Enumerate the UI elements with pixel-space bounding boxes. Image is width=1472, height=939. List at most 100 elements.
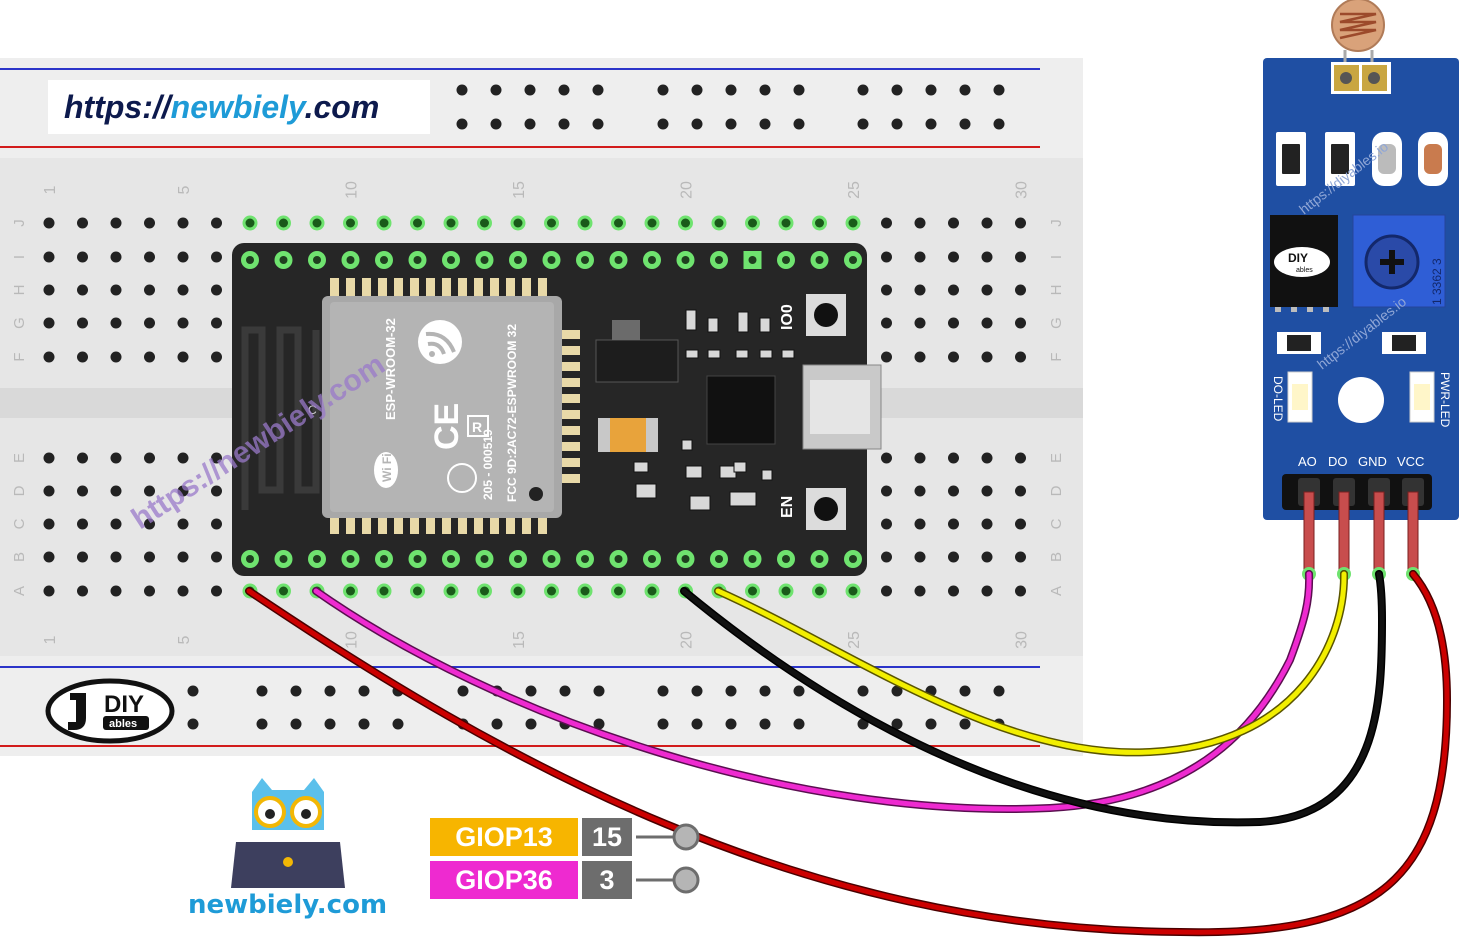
diy-logo-sub: ables (109, 718, 137, 730)
smd-part (759, 317, 771, 333)
en-label: EN (779, 496, 796, 518)
capacitor-cap-left (598, 418, 610, 452)
rail-hole (324, 718, 336, 730)
rail-hole (857, 118, 869, 130)
row-letter: B (1048, 552, 1065, 562)
row-letter: I (11, 255, 28, 259)
column-number: 25 (846, 181, 863, 199)
voltage-regulator (595, 339, 679, 383)
breadboard-hole (881, 518, 892, 530)
module-pad (426, 278, 435, 296)
module-line-3: FCC 9D:2AC72-ESPWROOM 32 (505, 324, 519, 502)
smd-part (781, 349, 795, 359)
connected-holes (242, 215, 861, 599)
column-number: 15 (511, 181, 528, 199)
breadboard-hole (110, 251, 122, 263)
row-letter: A (1048, 586, 1065, 596)
header-pin-center (313, 555, 321, 563)
breadboard-hole (43, 284, 55, 296)
header-pin-center (681, 555, 690, 563)
breadboard-hole (981, 351, 993, 363)
module-pad (362, 518, 371, 534)
row-letter: D (1048, 485, 1065, 496)
rail-hole (725, 685, 737, 697)
url-middle: newbiely (170, 89, 305, 125)
rail-hole (491, 718, 503, 730)
breadboard-hole (881, 452, 892, 464)
breadboard-hole (914, 518, 926, 530)
connected-hole-center (647, 586, 657, 596)
smd-part (737, 311, 749, 333)
rail-hole (558, 84, 570, 96)
rail-hole (793, 84, 805, 96)
connected-hole-center (413, 586, 422, 596)
do-led-lens (1292, 384, 1308, 410)
module-pad (538, 518, 547, 534)
fcc-logo-icon (447, 463, 477, 493)
header-pin-center (246, 256, 254, 264)
module-pad (562, 346, 580, 355)
breadboard-hole (43, 585, 55, 597)
header-pin-center (815, 555, 824, 563)
row-letter: E (11, 453, 28, 463)
sensor-resistor-body (1378, 144, 1396, 174)
breadboard-hole (948, 585, 959, 597)
header-pin-center (614, 256, 623, 264)
breadboard-hole (110, 284, 122, 296)
usb-uart-chip (706, 375, 776, 445)
sensor-smd-cap-body (1287, 335, 1311, 351)
rail-hole (793, 118, 805, 130)
connected-hole-center (815, 586, 824, 596)
breadboard-hole (177, 518, 189, 530)
sensor-resistor-body (1331, 144, 1349, 174)
connected-hole-center (614, 218, 623, 228)
smd-part (681, 439, 693, 451)
breadboard-hole (110, 485, 122, 497)
connected-hole-center (681, 218, 690, 228)
column-number: 10 (344, 631, 361, 649)
breadboard-hole (981, 317, 993, 329)
connected-hole-center (815, 218, 824, 228)
wire-gnd-black (681, 571, 1385, 825)
rail-hole (993, 685, 1005, 697)
rail-hole (324, 685, 336, 697)
brand-site-text: newbiely.com (188, 890, 388, 920)
module-pad (346, 518, 355, 534)
module-pad (474, 518, 483, 534)
row-letter: H (1048, 285, 1065, 296)
breadboard-hole (177, 485, 189, 497)
breadboard-hole (881, 317, 892, 329)
legend-pin-dot-1 (672, 823, 700, 851)
breadboard-hole (211, 317, 222, 329)
row-letter: E (1048, 453, 1065, 463)
legend-pin-dot-2 (672, 866, 700, 894)
breadboard-hole (77, 284, 88, 296)
breadboard-hole (177, 452, 189, 464)
module-pad (378, 518, 387, 534)
rail-hole (857, 685, 869, 697)
breadboard-hole (211, 251, 222, 263)
module-pad (458, 518, 467, 534)
smd-part (685, 349, 699, 359)
header-pin-center (648, 555, 656, 563)
rail-hole (925, 84, 937, 96)
esp32-header-pins (241, 251, 862, 568)
rail-hole (993, 118, 1005, 130)
module-pad (426, 518, 435, 534)
rail-hole (759, 718, 771, 730)
ldr-pin-1 (1340, 72, 1352, 84)
rail-hole (392, 718, 404, 730)
breadboard-hole (177, 284, 189, 296)
rail-hole (725, 84, 737, 96)
breadboard-hole (1015, 351, 1026, 363)
module-pad (562, 362, 580, 371)
breadboard-hole (144, 518, 155, 530)
module-dot (529, 487, 543, 501)
connected-hole-center (346, 586, 355, 596)
header-pin-center (279, 256, 288, 264)
breadboard-hole (144, 351, 155, 363)
mounting-hole (1338, 377, 1384, 423)
rail-hole (524, 118, 536, 130)
rail-hole (691, 118, 703, 130)
breadboard-hole (914, 452, 926, 464)
